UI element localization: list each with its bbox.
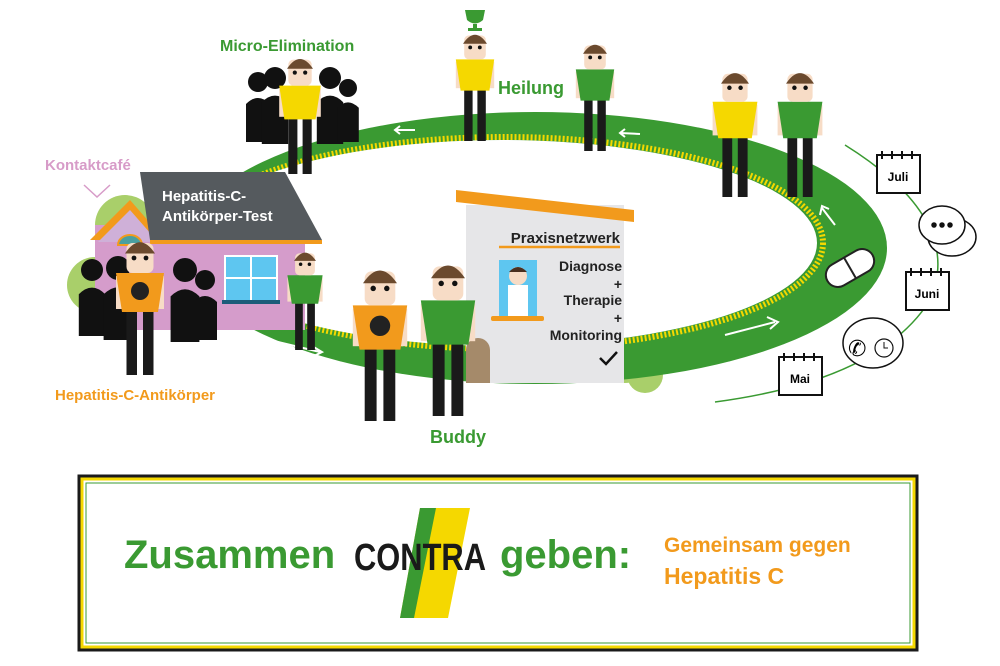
figures: [78, 34, 823, 421]
person-cafe-helper: [287, 252, 323, 350]
banner-slogan-line2: Hepatitis C: [664, 563, 784, 589]
crowd-silhouette: [170, 258, 200, 342]
label-diagnose: Diagnose: [559, 258, 622, 274]
label-plus-1: +: [614, 276, 622, 292]
calendar-mai: Mai: [778, 353, 823, 396]
slogan-banner: Zusammen CONTRA geben: Gemeinsam gegen H…: [77, 474, 919, 652]
virus-icon: [131, 282, 149, 300]
crowd-silhouette: [337, 79, 359, 142]
contra-logo: CONTRA: [354, 508, 486, 618]
check-icon: [599, 351, 618, 366]
crowd-silhouette: [193, 270, 217, 340]
svg-text:Juni: Juni: [915, 287, 940, 301]
person-buddy: [420, 265, 476, 416]
chevron-down-icon: [83, 184, 111, 199]
person-patient: [352, 270, 408, 421]
label-test-line1: Hepatitis-C-: [162, 188, 246, 205]
trophy-icon: [465, 10, 485, 31]
calendar-juni: Juni: [905, 268, 950, 311]
chat-bubble-icon: [918, 205, 977, 257]
person-micro-elimination: [279, 58, 321, 174]
crowd-silhouette: [78, 259, 106, 336]
label-praxisnetzwerk: Praxisnetzwerk: [511, 230, 621, 247]
label-antikoerper: Hepatitis-C-Antikörper: [55, 387, 215, 404]
label-monitoring: Monitoring: [550, 327, 622, 343]
banner-zusammen: Zusammen: [124, 533, 335, 577]
person-buddy-right: [777, 73, 823, 197]
svg-text:Mai: Mai: [790, 372, 810, 386]
label-heilung: Heilung: [498, 78, 564, 98]
svg-text:CONTRA: CONTRA: [354, 537, 486, 579]
phone-icon: ✆: [848, 336, 866, 361]
phone-clock-bubble-icon: ✆: [842, 317, 904, 369]
label-plus-2: +: [614, 310, 622, 326]
label-buddy: Buddy: [430, 427, 486, 447]
crowd-silhouette: [316, 67, 344, 144]
person-heilung-jumping: [455, 34, 495, 141]
praxis-building: [456, 190, 634, 383]
person-antikoerper: [116, 242, 164, 375]
banner-geben: geben:: [500, 533, 631, 577]
label-test-line2: Antikörper-Test: [162, 208, 273, 225]
label-micro-elimination: Micro-Elimination: [220, 38, 354, 55]
pill-icon: [824, 248, 876, 288]
svg-text:Juli: Juli: [888, 170, 909, 184]
banner-slogan-line1: Gemeinsam gegen: [664, 534, 851, 557]
person-heilung-cheering: [575, 44, 615, 151]
virus-icon: [369, 315, 391, 336]
calendar-juli: Juli: [876, 151, 921, 194]
person-infected-right: [712, 73, 758, 197]
label-therapie: Therapie: [564, 292, 623, 308]
label-kontaktcafe: Kontaktcafé: [45, 157, 131, 174]
direction-arrows: [230, 125, 836, 358]
